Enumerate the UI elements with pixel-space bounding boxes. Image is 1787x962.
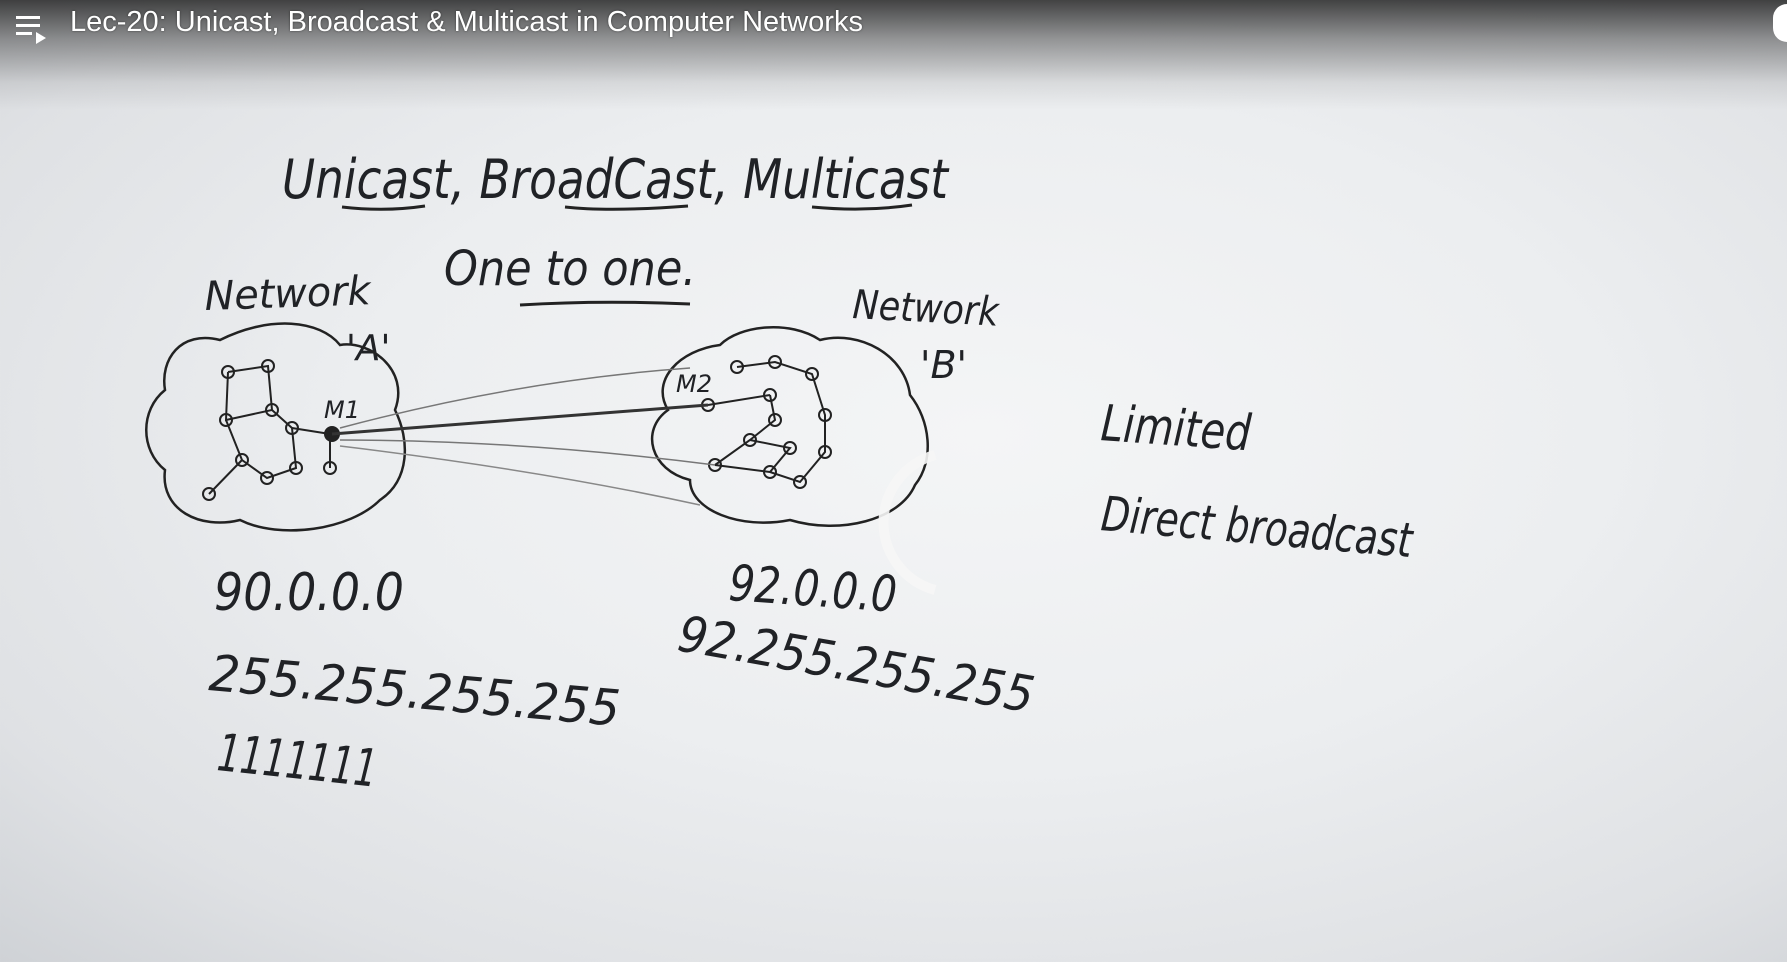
direct-broadcast-label: Direct broadcast bbox=[1099, 486, 1416, 569]
network-a-ip: 90.0.0.0 bbox=[214, 563, 404, 623]
network-a-label: Network bbox=[204, 268, 373, 320]
heading-text: Unicast, BroadCast, Multicast bbox=[282, 148, 950, 211]
channel-avatar[interactable] bbox=[1773, 4, 1787, 42]
loading-spinner-icon bbox=[878, 450, 937, 595]
connection-lines bbox=[331, 367, 716, 506]
network-b-graph bbox=[701, 355, 832, 489]
video-title[interactable]: Lec-20: Unicast, Broadcast & Multicast i… bbox=[70, 6, 863, 38]
playlist-icon[interactable] bbox=[14, 12, 48, 44]
network-b-label: Network bbox=[851, 282, 1001, 336]
network-b-cloud bbox=[650, 326, 929, 527]
network-a-ones: 1111111 bbox=[215, 723, 380, 799]
network-a-broadcast: 255.255.255.255 bbox=[207, 644, 622, 738]
player-top-bar: Lec-20: Unicast, Broadcast & Multicast i… bbox=[0, 0, 1787, 110]
network-b-letter: 'B' bbox=[920, 343, 967, 387]
limited-broadcast-label: Limited bbox=[1099, 394, 1253, 462]
network-a-cloud bbox=[145, 322, 406, 532]
network-b-broadcast: 92.255.255.255 bbox=[674, 605, 1039, 725]
host-m1-label: M1 bbox=[324, 396, 360, 424]
subheading-text: One to one. bbox=[444, 241, 696, 297]
host-m2-label: M2 bbox=[676, 370, 712, 398]
network-a-graph bbox=[202, 359, 337, 501]
network-b-ip: 92.0.0.0 bbox=[727, 554, 899, 624]
